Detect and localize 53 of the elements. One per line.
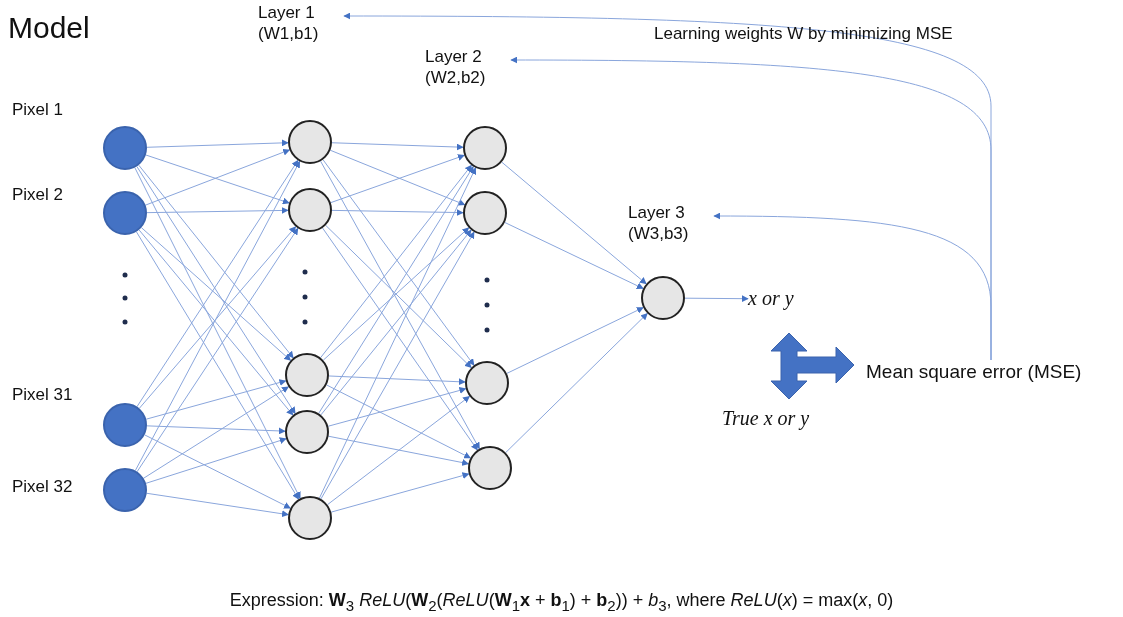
formula-caption: Expression: W$_{3}$ ReLU(W$_{2}$(ReLU(W$_{1}$x + b$_{1}$) + b$_{2}$)) + b$_{3}$, where ReLU(x) = max(x, 0) bbox=[229, 590, 894, 610]
layer-label: Layer 3 (W3,b3) bbox=[628, 202, 708, 245]
neuron-circle bbox=[285, 410, 329, 454]
arrow bbox=[322, 227, 478, 451]
arrow bbox=[145, 379, 287, 420]
neuron-circle bbox=[463, 126, 507, 170]
arrow bbox=[145, 437, 287, 484]
arrow bbox=[320, 229, 472, 416]
title: Model bbox=[8, 10, 90, 46]
arrow bbox=[138, 164, 294, 359]
input-label: Pixel 1 bbox=[12, 100, 64, 120]
arrow bbox=[326, 384, 471, 459]
layer-label: Layer 1 (W1,b1) bbox=[258, 2, 338, 45]
neuron-circle bbox=[468, 446, 512, 490]
layer-label: Layer 2 (W2,b2) bbox=[425, 46, 505, 89]
arrow bbox=[505, 312, 648, 454]
arrow bbox=[318, 166, 474, 414]
arrow bbox=[143, 386, 289, 479]
arrow bbox=[506, 307, 644, 374]
arrow bbox=[320, 231, 475, 500]
arrow bbox=[327, 387, 467, 427]
arrow bbox=[140, 227, 292, 361]
neuron-circle bbox=[288, 496, 332, 540]
arrow bbox=[504, 222, 644, 289]
arrow bbox=[320, 160, 480, 450]
neuron-circle bbox=[463, 191, 507, 235]
arrow bbox=[144, 434, 291, 509]
input-label: Pixel 31 bbox=[12, 385, 73, 405]
output-label: True x or y bbox=[722, 406, 852, 431]
arrow bbox=[331, 142, 464, 151]
neuron-circle bbox=[285, 353, 329, 397]
arrow bbox=[330, 472, 470, 513]
neuron-circle bbox=[465, 361, 509, 405]
input-label: Pixel 32 bbox=[12, 477, 73, 497]
arrow bbox=[146, 425, 286, 435]
neuron-circle bbox=[641, 276, 685, 320]
neuron-circle bbox=[288, 120, 332, 164]
arrow bbox=[328, 375, 466, 386]
arrow bbox=[328, 435, 470, 466]
arrow bbox=[327, 395, 471, 506]
arrow bbox=[146, 206, 289, 214]
input-label: Pixel 2 bbox=[12, 185, 64, 205]
layer-label: Mean square error (MSE) bbox=[866, 360, 1116, 384]
arrow bbox=[501, 161, 647, 285]
arrow bbox=[146, 492, 289, 518]
arrow bbox=[318, 167, 477, 499]
annotation-text: Learning weights W by minimizing MSE bbox=[654, 24, 953, 44]
output-label: x or y bbox=[748, 286, 818, 311]
neuron-circle bbox=[288, 188, 332, 232]
arrow bbox=[684, 295, 749, 303]
arrow bbox=[713, 212, 992, 361]
arrow bbox=[331, 209, 464, 216]
arrow bbox=[146, 139, 289, 148]
